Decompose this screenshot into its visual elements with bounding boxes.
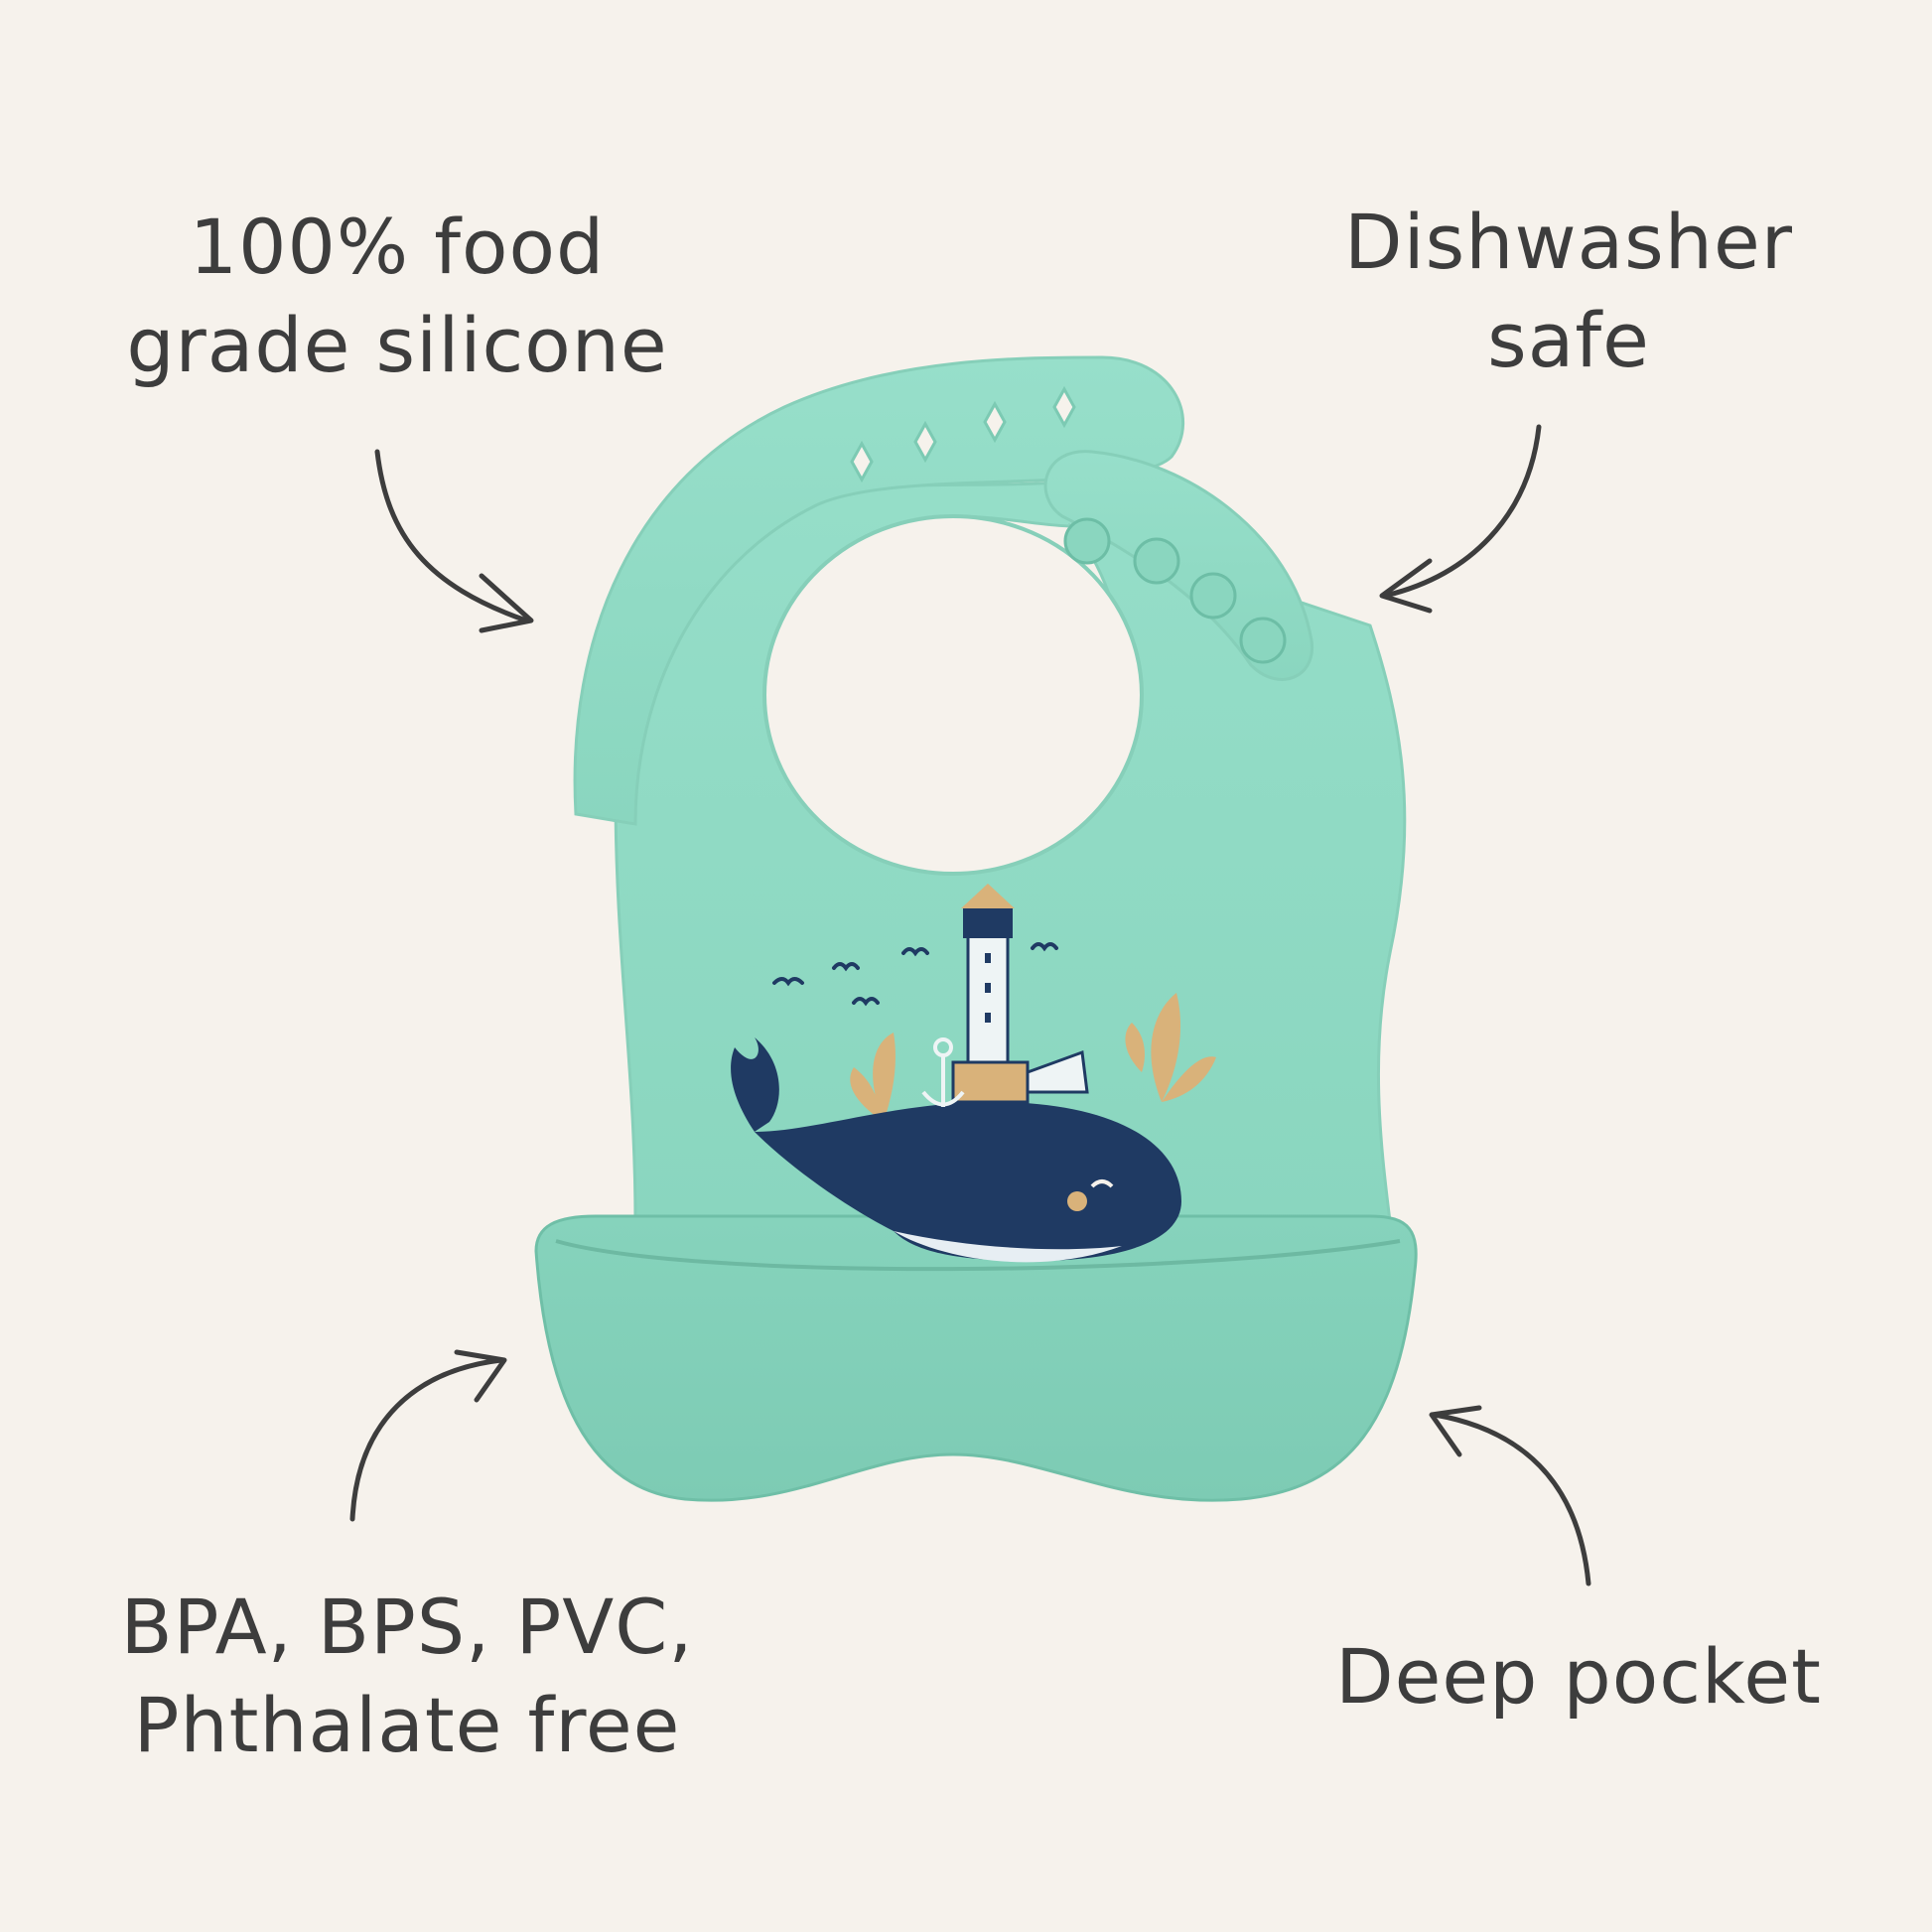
strap-holes [850,385,1076,483]
bib [534,355,1418,1502]
feature-dishwasher: Dishwasher safe [1291,194,1847,390]
anchor-icon [921,1037,965,1107]
feature-line: 100% food [189,203,606,291]
bib-strap [573,355,1184,826]
whale-eye [1090,1179,1114,1188]
whale-body [755,1102,1181,1261]
feature-line: BPA, BPS, PVC, [120,1583,694,1671]
neck-hole [762,514,1144,876]
feature-line: Deep pocket [1335,1632,1822,1721]
arrow-bottom-right [1429,1405,1591,1587]
feature-line: safe [1487,295,1650,384]
seaweed-icon [850,993,1216,1122]
bird-icon [772,942,1058,1007]
whale-tail [731,1037,779,1132]
pocket-rim [555,1239,1401,1272]
feature-line: grade silicone [126,300,668,389]
whale-cheek [1067,1191,1087,1211]
whale-illustration [731,884,1216,1263]
arrow-bottom-left [349,1349,507,1522]
feature-line: Phthalate free [133,1680,681,1769]
arrow-top-left [374,449,534,633]
feature-bpa-free: BPA, BPS, PVC, Phthalate free [60,1579,755,1775]
arrow-icon [349,1357,504,1522]
arrow-top-right [1379,424,1542,614]
feature-deep-pocket: Deep pocket [1301,1628,1857,1726]
arrow-icon [1432,1412,1591,1587]
bib-pocket [534,1214,1418,1502]
snap-buttons [1063,517,1287,664]
arrow-icon [1382,424,1542,599]
feature-line: Dishwasher [1344,198,1793,286]
arrow-icon [374,449,529,623]
lighthouse-illustration [951,884,1089,1104]
whale-belly [894,1231,1122,1263]
feature-food-grade: 100% food grade silicone [79,199,715,395]
